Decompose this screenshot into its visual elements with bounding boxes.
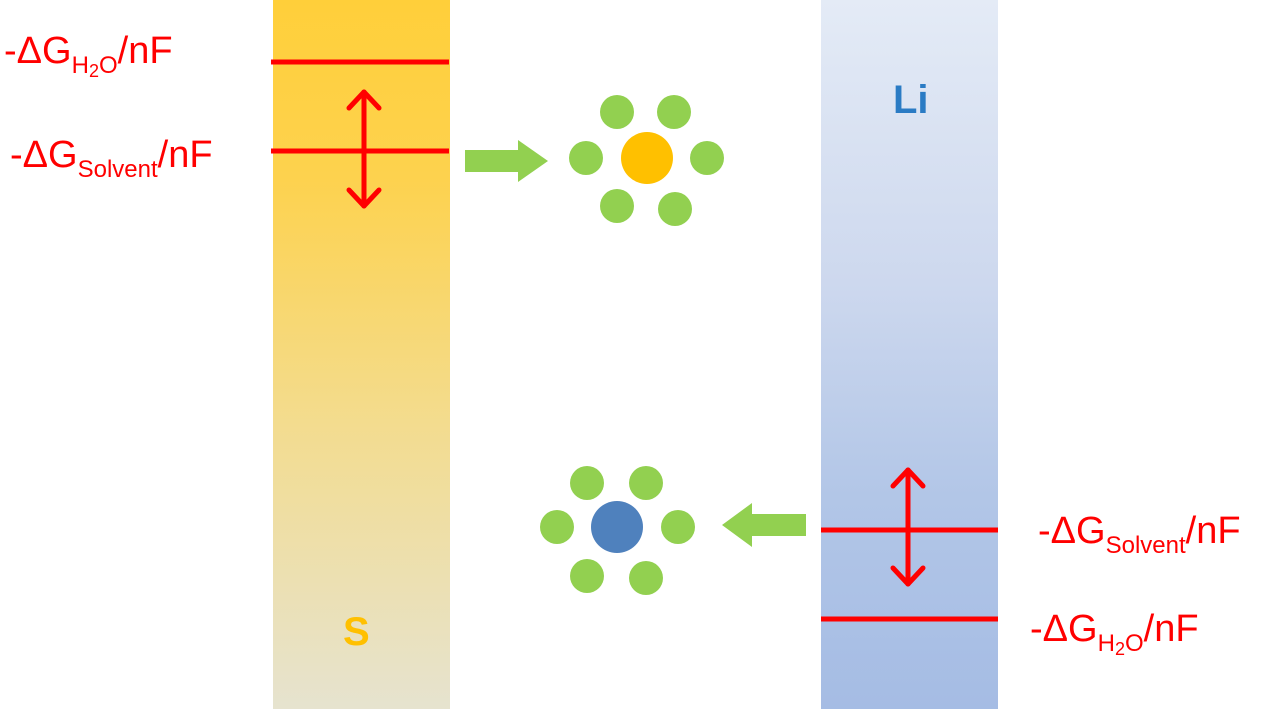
left-arrow-icon <box>722 503 806 547</box>
li-h2o-level-label: -ΔGH2O/nF <box>1030 608 1199 658</box>
level-prefix: -ΔG <box>4 30 72 72</box>
level-subscript: Solvent <box>1105 532 1186 559</box>
level-subscript-h: H <box>1097 630 1115 657</box>
level-subscript-h: H <box>71 52 89 79</box>
s-h2o-level-label: -ΔGH2O/nF <box>4 30 173 80</box>
level-prefix: -ΔG <box>1038 510 1106 552</box>
level-suffix: /nF <box>157 134 213 176</box>
s-band-label: S <box>343 610 370 654</box>
level-subscript: Solvent <box>77 156 158 183</box>
right-arrow-icon <box>465 140 548 182</box>
li-double-arrow-icon <box>890 467 926 587</box>
level-subscript-o: O <box>1124 630 1144 657</box>
level-prefix: -ΔG <box>10 134 78 176</box>
level-suffix: /nF <box>1143 608 1199 650</box>
level-prefix: -ΔG <box>1030 608 1098 650</box>
solvated-cation-icon <box>569 95 724 226</box>
li-energy-band <box>821 0 998 709</box>
level-suffix: /nF <box>117 30 173 72</box>
li-solvent-level-label: -ΔGSolvent/nF <box>1038 510 1241 558</box>
level-subscript-2: 2 <box>88 61 99 81</box>
solvated-anion-icon <box>540 466 695 595</box>
s-double-arrow-icon <box>346 89 382 209</box>
level-subscript-2: 2 <box>1114 639 1125 659</box>
s-solvent-level-label: -ΔGSolvent/nF <box>10 134 213 182</box>
level-subscript-o: O <box>98 52 118 79</box>
level-suffix: /nF <box>1185 510 1241 552</box>
li-band-label: Li <box>893 78 929 122</box>
